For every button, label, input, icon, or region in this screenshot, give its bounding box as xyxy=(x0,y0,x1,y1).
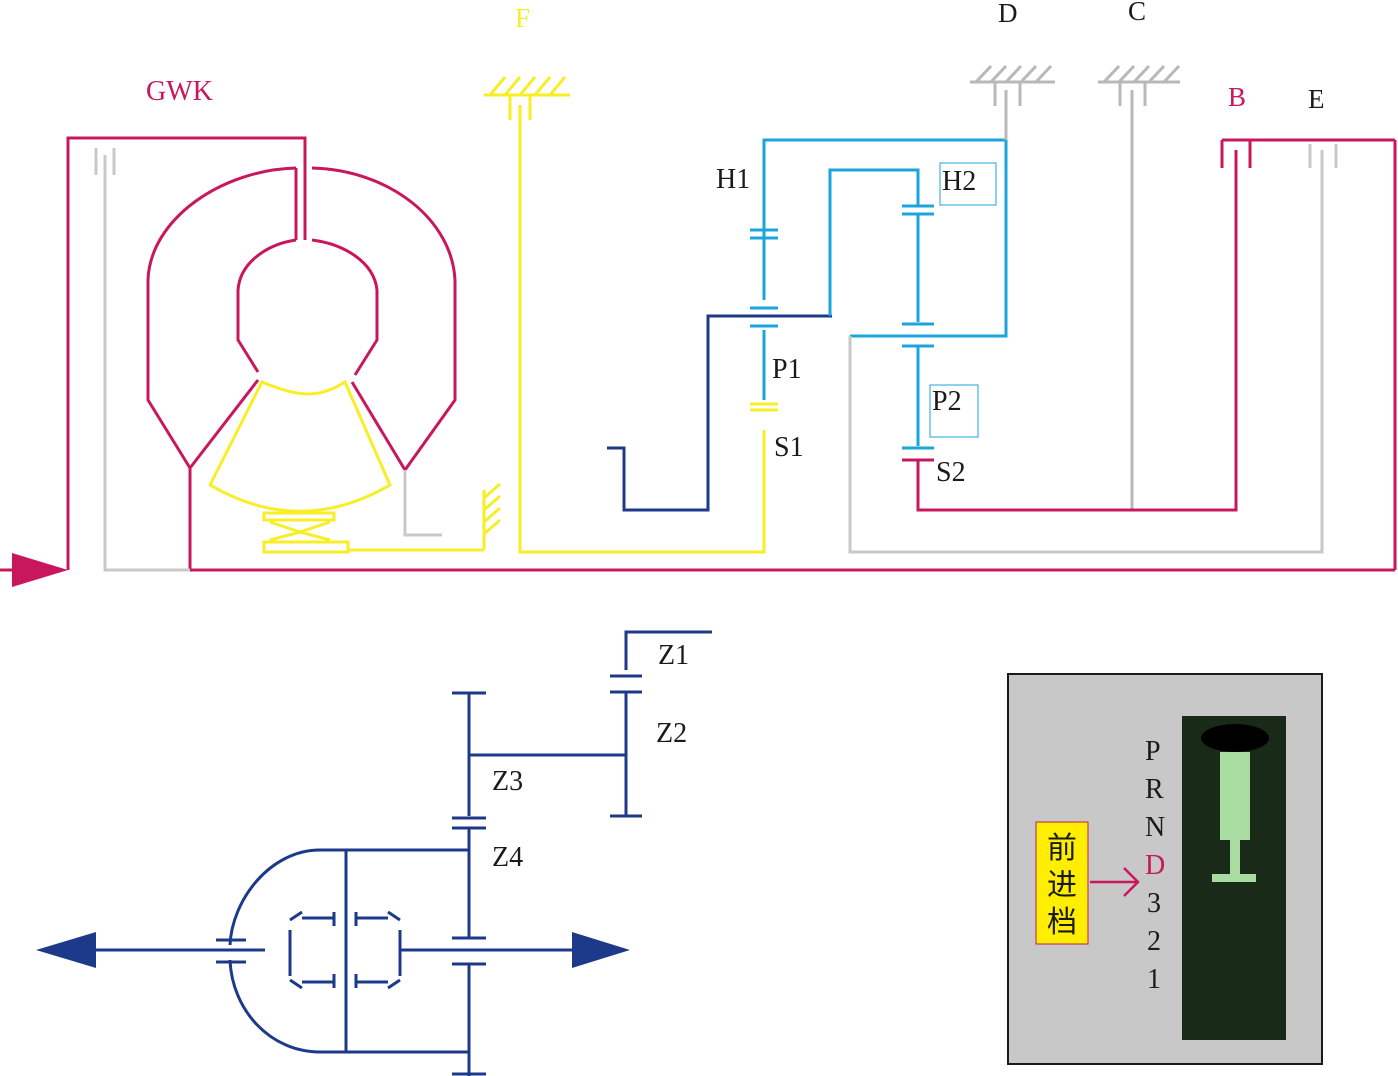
forward-char-2: 进 xyxy=(1047,868,1077,903)
carrier-shaft xyxy=(607,314,832,512)
label-f: F xyxy=(515,3,530,33)
label-p2: P2 xyxy=(932,386,962,417)
stator xyxy=(208,379,501,554)
s1-gear-mark xyxy=(750,402,778,412)
position-1: 1 xyxy=(1147,964,1161,995)
brake-d xyxy=(970,64,1055,140)
label-z2: Z2 xyxy=(656,718,687,749)
position-3: 3 xyxy=(1147,888,1161,919)
final-drive xyxy=(90,630,712,1076)
label-gwk: GWK xyxy=(146,76,213,107)
position-2: 2 xyxy=(1147,926,1161,957)
h2-box xyxy=(939,162,997,206)
lever-body xyxy=(1220,752,1250,840)
label-e: E xyxy=(1308,84,1325,114)
lever-knob xyxy=(1201,724,1269,752)
label-z4: Z4 xyxy=(492,842,523,873)
label-h1: H1 xyxy=(716,164,750,195)
torque-converter xyxy=(66,136,1397,572)
clutch-b xyxy=(902,140,1252,512)
label-z1: Z1 xyxy=(658,640,689,671)
p2-box xyxy=(929,384,979,438)
brake-c xyxy=(1098,64,1181,510)
label-s1: S1 xyxy=(774,432,804,463)
label-p1: P1 xyxy=(772,354,802,385)
forward-char-1: 前 xyxy=(1047,831,1077,866)
forward-char-3: 档 xyxy=(1047,905,1077,940)
clutch-e xyxy=(848,144,1338,554)
right-output-arrow xyxy=(572,932,630,968)
gear-selector: P R N D 3 2 1 前 进 档 xyxy=(1007,673,1323,1065)
position-r: R xyxy=(1145,774,1164,805)
label-h2: H2 xyxy=(942,166,976,197)
lockup-shaft xyxy=(94,148,442,572)
label-z3: Z3 xyxy=(492,766,523,797)
label-b: B xyxy=(1228,82,1246,112)
brake-f xyxy=(484,76,766,554)
position-p: P xyxy=(1145,736,1161,767)
input-arrow xyxy=(0,553,68,587)
position-d: D xyxy=(1145,850,1165,881)
pointer-arrow-icon xyxy=(1090,867,1140,897)
forward-label-box xyxy=(1035,821,1089,945)
label-d: D xyxy=(998,0,1018,28)
position-n: N xyxy=(1145,812,1165,843)
left-output-arrow xyxy=(36,932,96,968)
label-s2: S2 xyxy=(936,457,966,488)
label-c: C xyxy=(1128,0,1146,26)
